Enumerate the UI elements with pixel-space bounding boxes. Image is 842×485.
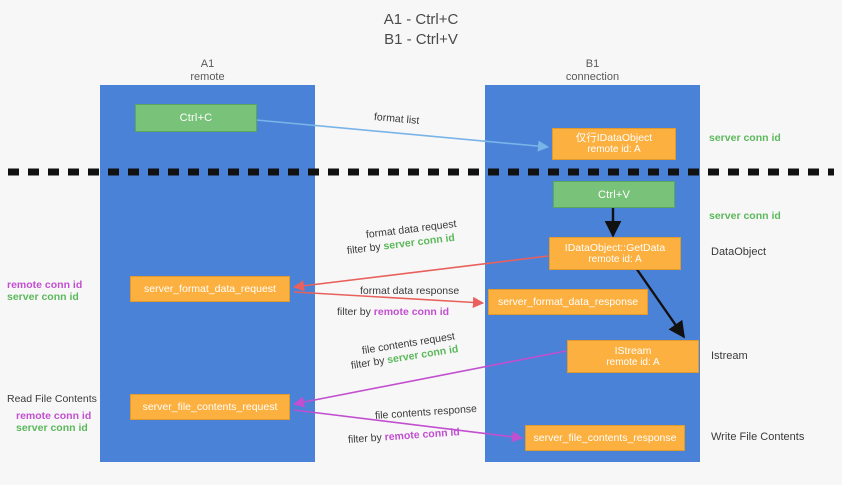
column-header-a1: A1 remote bbox=[120, 58, 295, 84]
node-idataobject-getdata[interactable]: IDataObject::GetData remote id: A bbox=[549, 237, 681, 270]
column-a1-name: A1 bbox=[200, 58, 215, 70]
label-format-data-response-filter: filter by remote conn id bbox=[337, 306, 449, 318]
node-istream-line1: IStream bbox=[614, 344, 652, 357]
node-getdata-line2: remote id: A bbox=[588, 253, 642, 265]
title-line-2: B1 - Ctrl+V bbox=[384, 31, 458, 48]
node-ctrl-c-label: Ctrl+C bbox=[179, 112, 213, 124]
filter-prefix: filter by bbox=[347, 431, 386, 446]
node-server-format-data-response-label: server_format_data_response bbox=[497, 296, 639, 308]
node-idataobject-line1: 仅行IDataObject bbox=[575, 132, 653, 144]
filter-prefix: filter by bbox=[350, 354, 389, 372]
column-header-b1: B1 connection bbox=[505, 58, 680, 84]
label-format-data-response: format data response bbox=[360, 285, 460, 297]
node-server-format-data-response[interactable]: server_format_data_response bbox=[488, 289, 648, 315]
node-getdata-line1: IDataObject::GetData bbox=[564, 241, 666, 254]
label-file-contents-response-filter: filter by remote conn id bbox=[348, 426, 461, 446]
annotation-left-format-remote-conn-id: remote conn id bbox=[7, 279, 83, 291]
column-a1-role: remote bbox=[190, 71, 225, 83]
node-server-format-data-request[interactable]: server_format_data_request bbox=[130, 276, 290, 302]
filter-value-remote-conn-id: remote conn id bbox=[373, 306, 450, 318]
annotation-right-server-conn-id-mid: server conn id bbox=[709, 210, 781, 222]
node-ctrl-c[interactable]: Ctrl+C bbox=[135, 104, 257, 132]
annotation-left-read-file-contents: Read File Contents bbox=[7, 393, 97, 405]
annotation-left-file-server-conn-id: server conn id bbox=[16, 422, 88, 434]
filter-prefix: filter by bbox=[346, 240, 385, 257]
node-ctrl-v[interactable]: Ctrl+V bbox=[553, 181, 675, 208]
label-file-contents-response: file contents response bbox=[374, 402, 478, 422]
node-server-file-contents-response[interactable]: server_file_contents_response bbox=[525, 425, 685, 451]
annotation-right-server-conn-id-top: server conn id bbox=[709, 132, 781, 144]
annotation-left-format-server-conn-id: server conn id bbox=[7, 291, 79, 303]
node-server-file-contents-request[interactable]: server_file_contents_request bbox=[130, 394, 290, 420]
node-istream-line2: remote id: A bbox=[606, 356, 660, 368]
node-idataobject-line2: remote id: A bbox=[587, 144, 641, 155]
annotation-right-istream: Istream bbox=[711, 350, 748, 362]
node-idataobject[interactable]: 仅行IDataObject remote id: A bbox=[552, 128, 676, 160]
filter-prefix: filter by bbox=[337, 306, 374, 318]
node-server-format-data-request-label: server_format_data_request bbox=[144, 283, 276, 295]
annotation-right-write-file-contents: Write File Contents bbox=[711, 431, 805, 443]
node-server-file-contents-response-label: server_file_contents_response bbox=[533, 432, 677, 444]
filter-value-remote-conn-id: remote conn id bbox=[384, 426, 461, 444]
node-istream[interactable]: IStream remote id: A bbox=[567, 340, 699, 373]
node-ctrl-v-label: Ctrl+V bbox=[597, 188, 631, 201]
diagram-title: A1 - Ctrl+C B1 - Ctrl+V bbox=[0, 10, 842, 50]
column-b1-name: B1 bbox=[585, 58, 600, 70]
label-format-list: format list bbox=[373, 111, 420, 127]
column-b1-role: connection bbox=[565, 71, 620, 83]
annotation-left-file-remote-conn-id: remote conn id bbox=[16, 410, 92, 422]
title-line-1: A1 - Ctrl+C bbox=[383, 11, 459, 28]
annotation-right-dataobject: DataObject bbox=[711, 246, 767, 258]
node-server-file-contents-request-label: server_file_contents_request bbox=[142, 401, 278, 413]
